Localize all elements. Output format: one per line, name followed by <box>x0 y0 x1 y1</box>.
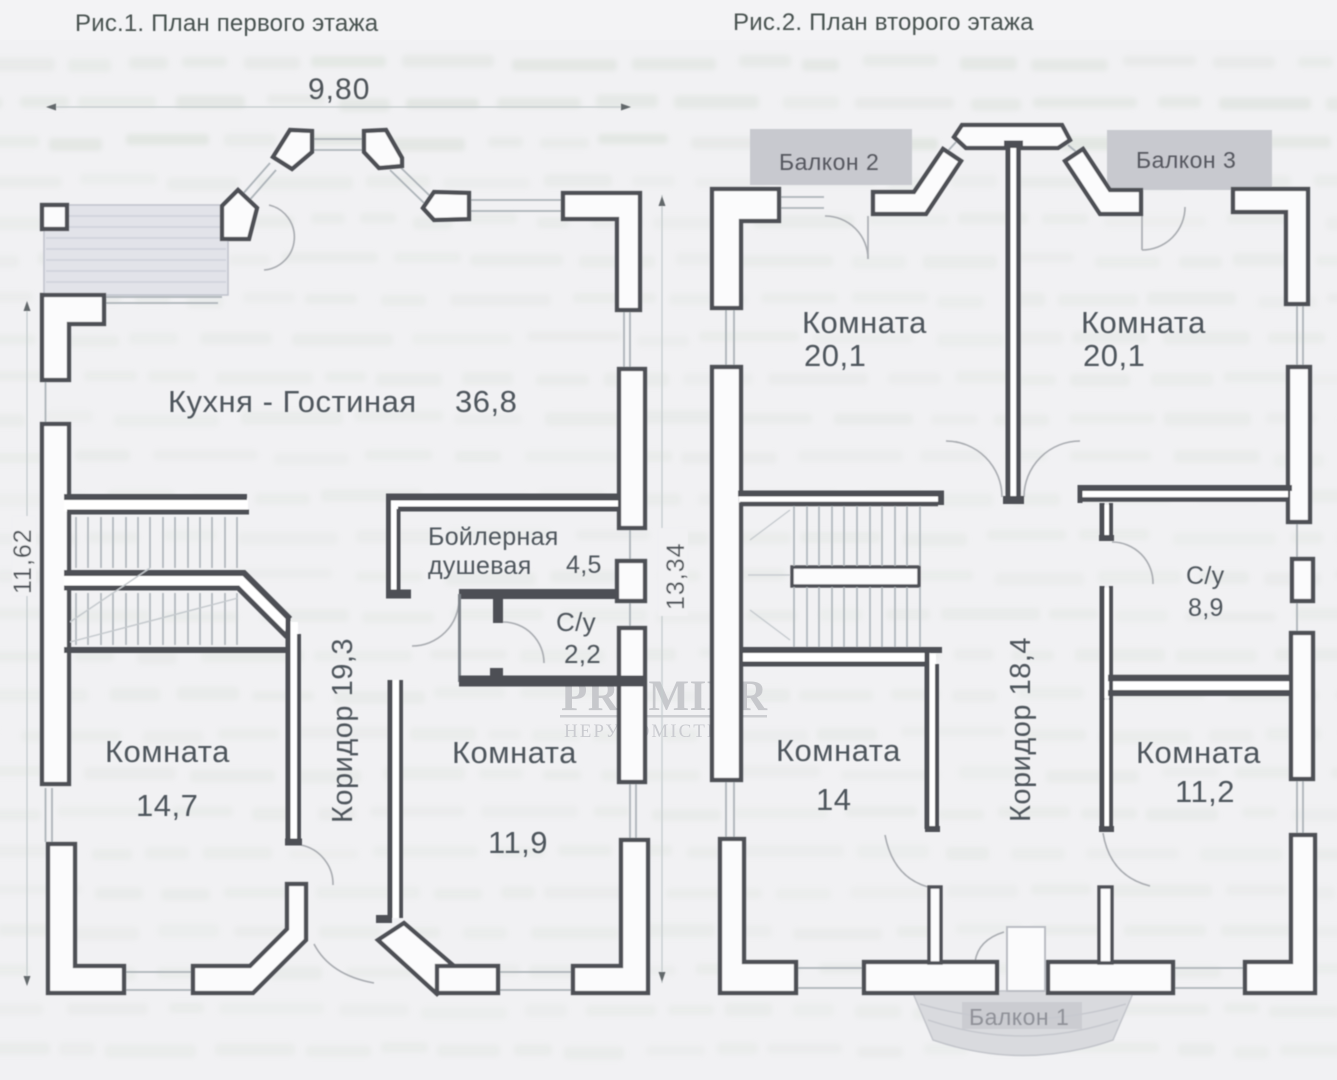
svg-text:Балкон 3: Балкон 3 <box>1136 147 1236 173</box>
svg-text:14,7: 14,7 <box>136 788 198 823</box>
svg-text:Коридор 19,3: Коридор 19,3 <box>327 638 359 823</box>
svg-text:36,8: 36,8 <box>455 384 517 419</box>
svg-text:9,80: 9,80 <box>308 73 370 106</box>
svg-text:Рис.2. План второго этажа: Рис.2. План второго этажа <box>733 9 1034 36</box>
svg-text:20,1: 20,1 <box>804 338 866 373</box>
svg-text:11,62: 11,62 <box>9 528 37 594</box>
svg-text:Комната: Комната <box>802 305 927 340</box>
svg-text:Балкон 1: Балкон 1 <box>969 1004 1069 1030</box>
svg-text:20,1: 20,1 <box>1083 338 1145 373</box>
svg-text:11,9: 11,9 <box>488 825 548 860</box>
svg-text:Комната: Комната <box>105 734 230 769</box>
svg-text:14: 14 <box>816 782 851 817</box>
svg-text:8,9: 8,9 <box>1188 594 1224 622</box>
svg-text:Комната: Комната <box>776 733 901 768</box>
svg-text:НЕРУХОМІСТЬ/А: НЕРУХОМІСТЬ/А <box>564 721 743 742</box>
svg-text:Коридор 18,4: Коридор 18,4 <box>1005 637 1037 822</box>
svg-text:С/у: С/у <box>1186 562 1225 590</box>
svg-text:Комната: Комната <box>452 735 577 770</box>
svg-text:Бойлерная: Бойлерная <box>428 523 559 551</box>
svg-text:Рис.1. План первого этажа: Рис.1. План первого этажа <box>75 10 379 37</box>
svg-text:2,2: 2,2 <box>564 639 601 669</box>
svg-text:Комната: Комната <box>1081 305 1206 340</box>
svg-text:11,2: 11,2 <box>1175 774 1235 809</box>
svg-text:4,5: 4,5 <box>566 551 602 579</box>
svg-text:Кухня - Гостиная: Кухня - Гостиная <box>168 384 417 419</box>
svg-text:13,34: 13,34 <box>662 542 690 610</box>
svg-text:Балкон 2: Балкон 2 <box>779 149 879 175</box>
svg-text:С/у: С/у <box>556 607 596 637</box>
svg-text:Комната: Комната <box>1136 735 1261 770</box>
svg-text:душевая: душевая <box>428 552 532 580</box>
